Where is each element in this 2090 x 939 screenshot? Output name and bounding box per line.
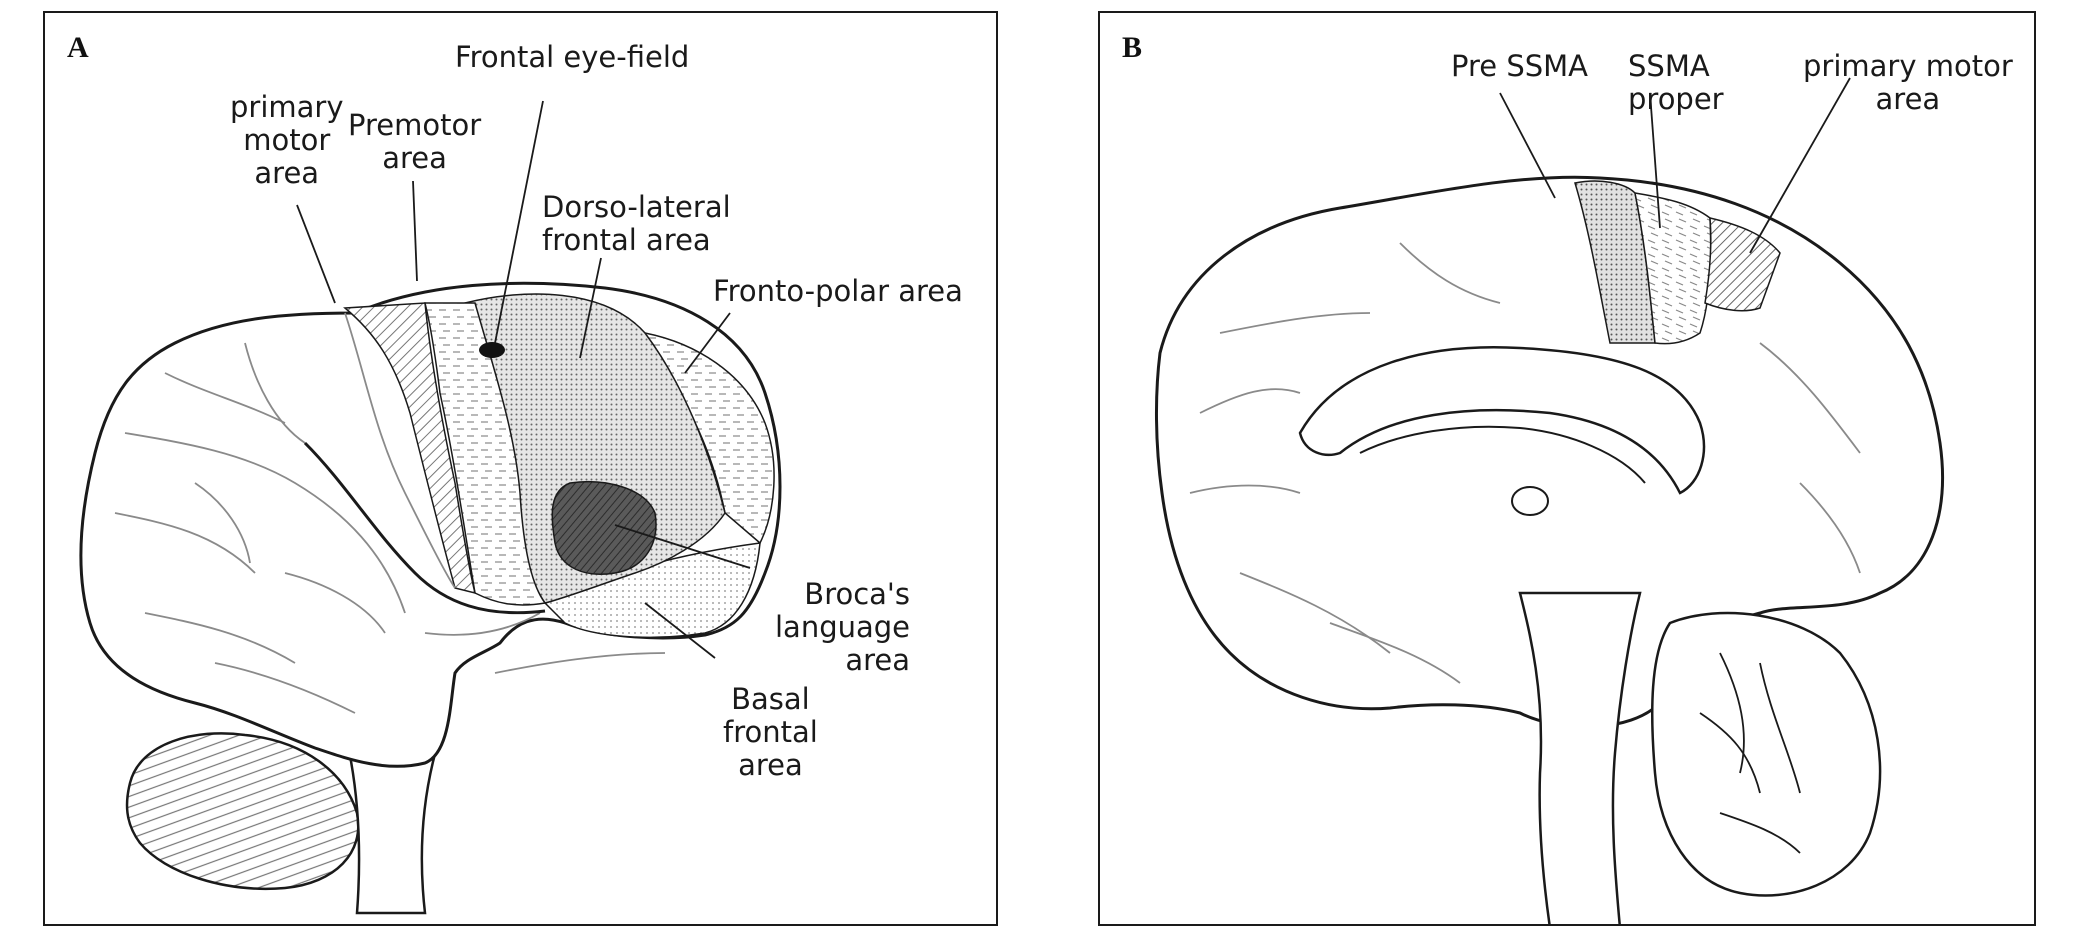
pointer-lines: [296, 100, 751, 659]
label-basal-frontal-area: Basal frontal area: [723, 682, 818, 782]
corpus-callosum: [1298, 346, 1706, 495]
primary-motor-region-medial: [1704, 217, 1781, 312]
primary-motor-region: [343, 302, 477, 595]
panel-a: A Frontal eye-field primary motor area P…: [43, 11, 998, 926]
fornix: [1359, 425, 1646, 484]
panel-b: B Pre SSMA SSMA proper primary motor are…: [1098, 11, 2036, 926]
cerebellum: [125, 732, 360, 890]
medial-hemisphere: [1154, 175, 1944, 729]
broca-region: [551, 481, 657, 575]
medial-brain-illustration: [1154, 77, 1944, 924]
label-ssma-proper: SSMA proper: [1628, 49, 1724, 116]
panel-letter-b: B: [1122, 31, 1143, 64]
label-pre-ssma: Pre SSMA: [1451, 49, 1588, 83]
interthalamic-adhesion: [1511, 486, 1549, 516]
frontal-eye-field-dot: [479, 342, 505, 358]
cerebellar-folia: [1699, 652, 1801, 854]
lateral-brain-illustration: [79, 100, 782, 915]
lateral-fissure: [303, 441, 546, 615]
cerebellum-medial: [1650, 611, 1882, 897]
sulci: [114, 312, 666, 714]
label-premotor-area: Premotor area: [348, 108, 482, 175]
label-dorso-lateral-frontal-area: Dorso-lateral frontal area: [542, 190, 731, 257]
brainstem-medial: [1518, 591, 1642, 924]
premotor-region: [424, 302, 547, 606]
brainstem: [343, 731, 443, 915]
medial-sulci: [1189, 242, 1861, 684]
label-broca-language-area: Broca's language area: [775, 577, 911, 677]
ssma-proper-region: [1634, 192, 1712, 345]
label-fronto-polar-area: Fronto-polar area: [713, 274, 963, 308]
label-primary-motor-area: primary motor area: [230, 90, 344, 190]
pointer-lines-b: [1499, 77, 1851, 254]
label-frontal-eye-field: Frontal eye-field: [455, 40, 690, 74]
label-primary-motor-area-b: primary motor area: [1803, 49, 2013, 116]
panel-letter-a: A: [67, 31, 89, 64]
